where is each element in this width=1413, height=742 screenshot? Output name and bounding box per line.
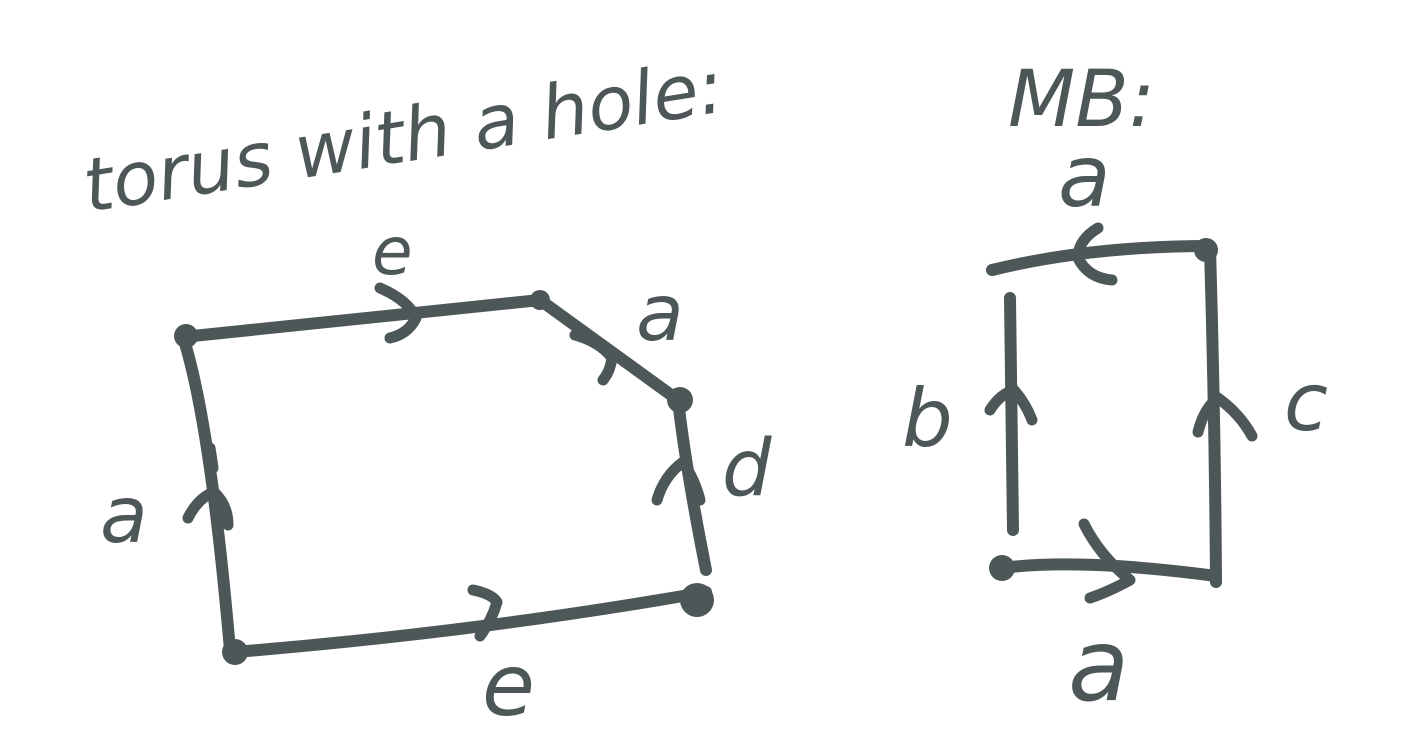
- arrow-head-icon: [182, 486, 234, 531]
- torus-diagram: torus with a hole: e a: [77, 44, 772, 736]
- arrow-head-icon: [1072, 222, 1118, 286]
- torus-polygon: [177, 294, 712, 658]
- torus-title: torus with a hole:: [77, 44, 729, 230]
- torus-vertices: [174, 290, 714, 665]
- torus-vertex: [174, 324, 198, 348]
- arrow-head-icon: [651, 456, 706, 506]
- torus-arrows: [182, 282, 706, 642]
- arrow-head-icon: [984, 384, 1038, 426]
- torus-label-upper-right: a: [636, 269, 684, 359]
- mobius-arrows: [984, 222, 1258, 604]
- mobius-label-bottom: a: [1068, 607, 1129, 724]
- torus-label-bottom: e: [482, 636, 535, 736]
- torus-edge-top: [177, 294, 546, 343]
- mobius-edge-bottom: [996, 558, 1222, 582]
- mobius-label-top: a: [1058, 127, 1111, 227]
- mobius-label-left: b: [902, 372, 953, 465]
- mobius-vertex: [989, 555, 1015, 581]
- mobius-title: MB:: [1008, 55, 1155, 145]
- torus-label-right: d: [722, 424, 772, 514]
- torus-vertex: [222, 639, 248, 665]
- mobius-label-right: c: [1284, 356, 1328, 449]
- mobius-edge-left: [1004, 292, 1019, 536]
- mobius-edge-top: [986, 240, 1216, 276]
- mobius-edge-right: [1204, 242, 1222, 588]
- mobius-vertex: [1194, 238, 1218, 262]
- arrow-head-icon: [374, 282, 422, 344]
- torus-vertex: [680, 583, 714, 617]
- arrow-head-icon: [569, 329, 618, 386]
- torus-label-left: a: [100, 471, 148, 561]
- arrow-head-icon: [1078, 518, 1136, 604]
- torus-label-top: e: [372, 213, 413, 290]
- mobius-vertices: [989, 238, 1218, 581]
- arrow-tick-icon: [204, 442, 219, 474]
- torus-edge-bottom: [229, 586, 712, 658]
- mobius-diagram: MB: a b c a: [902, 55, 1328, 724]
- torus-vertex: [667, 387, 693, 413]
- arrow-head-icon: [1192, 392, 1258, 442]
- mobius-rectangle: [986, 240, 1222, 588]
- torus-vertex: [530, 290, 550, 310]
- arrow-head-icon: [467, 584, 503, 642]
